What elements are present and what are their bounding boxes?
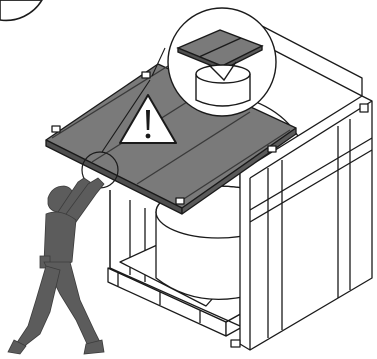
corner-detail-callout-fragment: [0, 0, 42, 20]
zoom-callout: [168, 8, 276, 116]
worker-silhouette: [8, 178, 104, 354]
